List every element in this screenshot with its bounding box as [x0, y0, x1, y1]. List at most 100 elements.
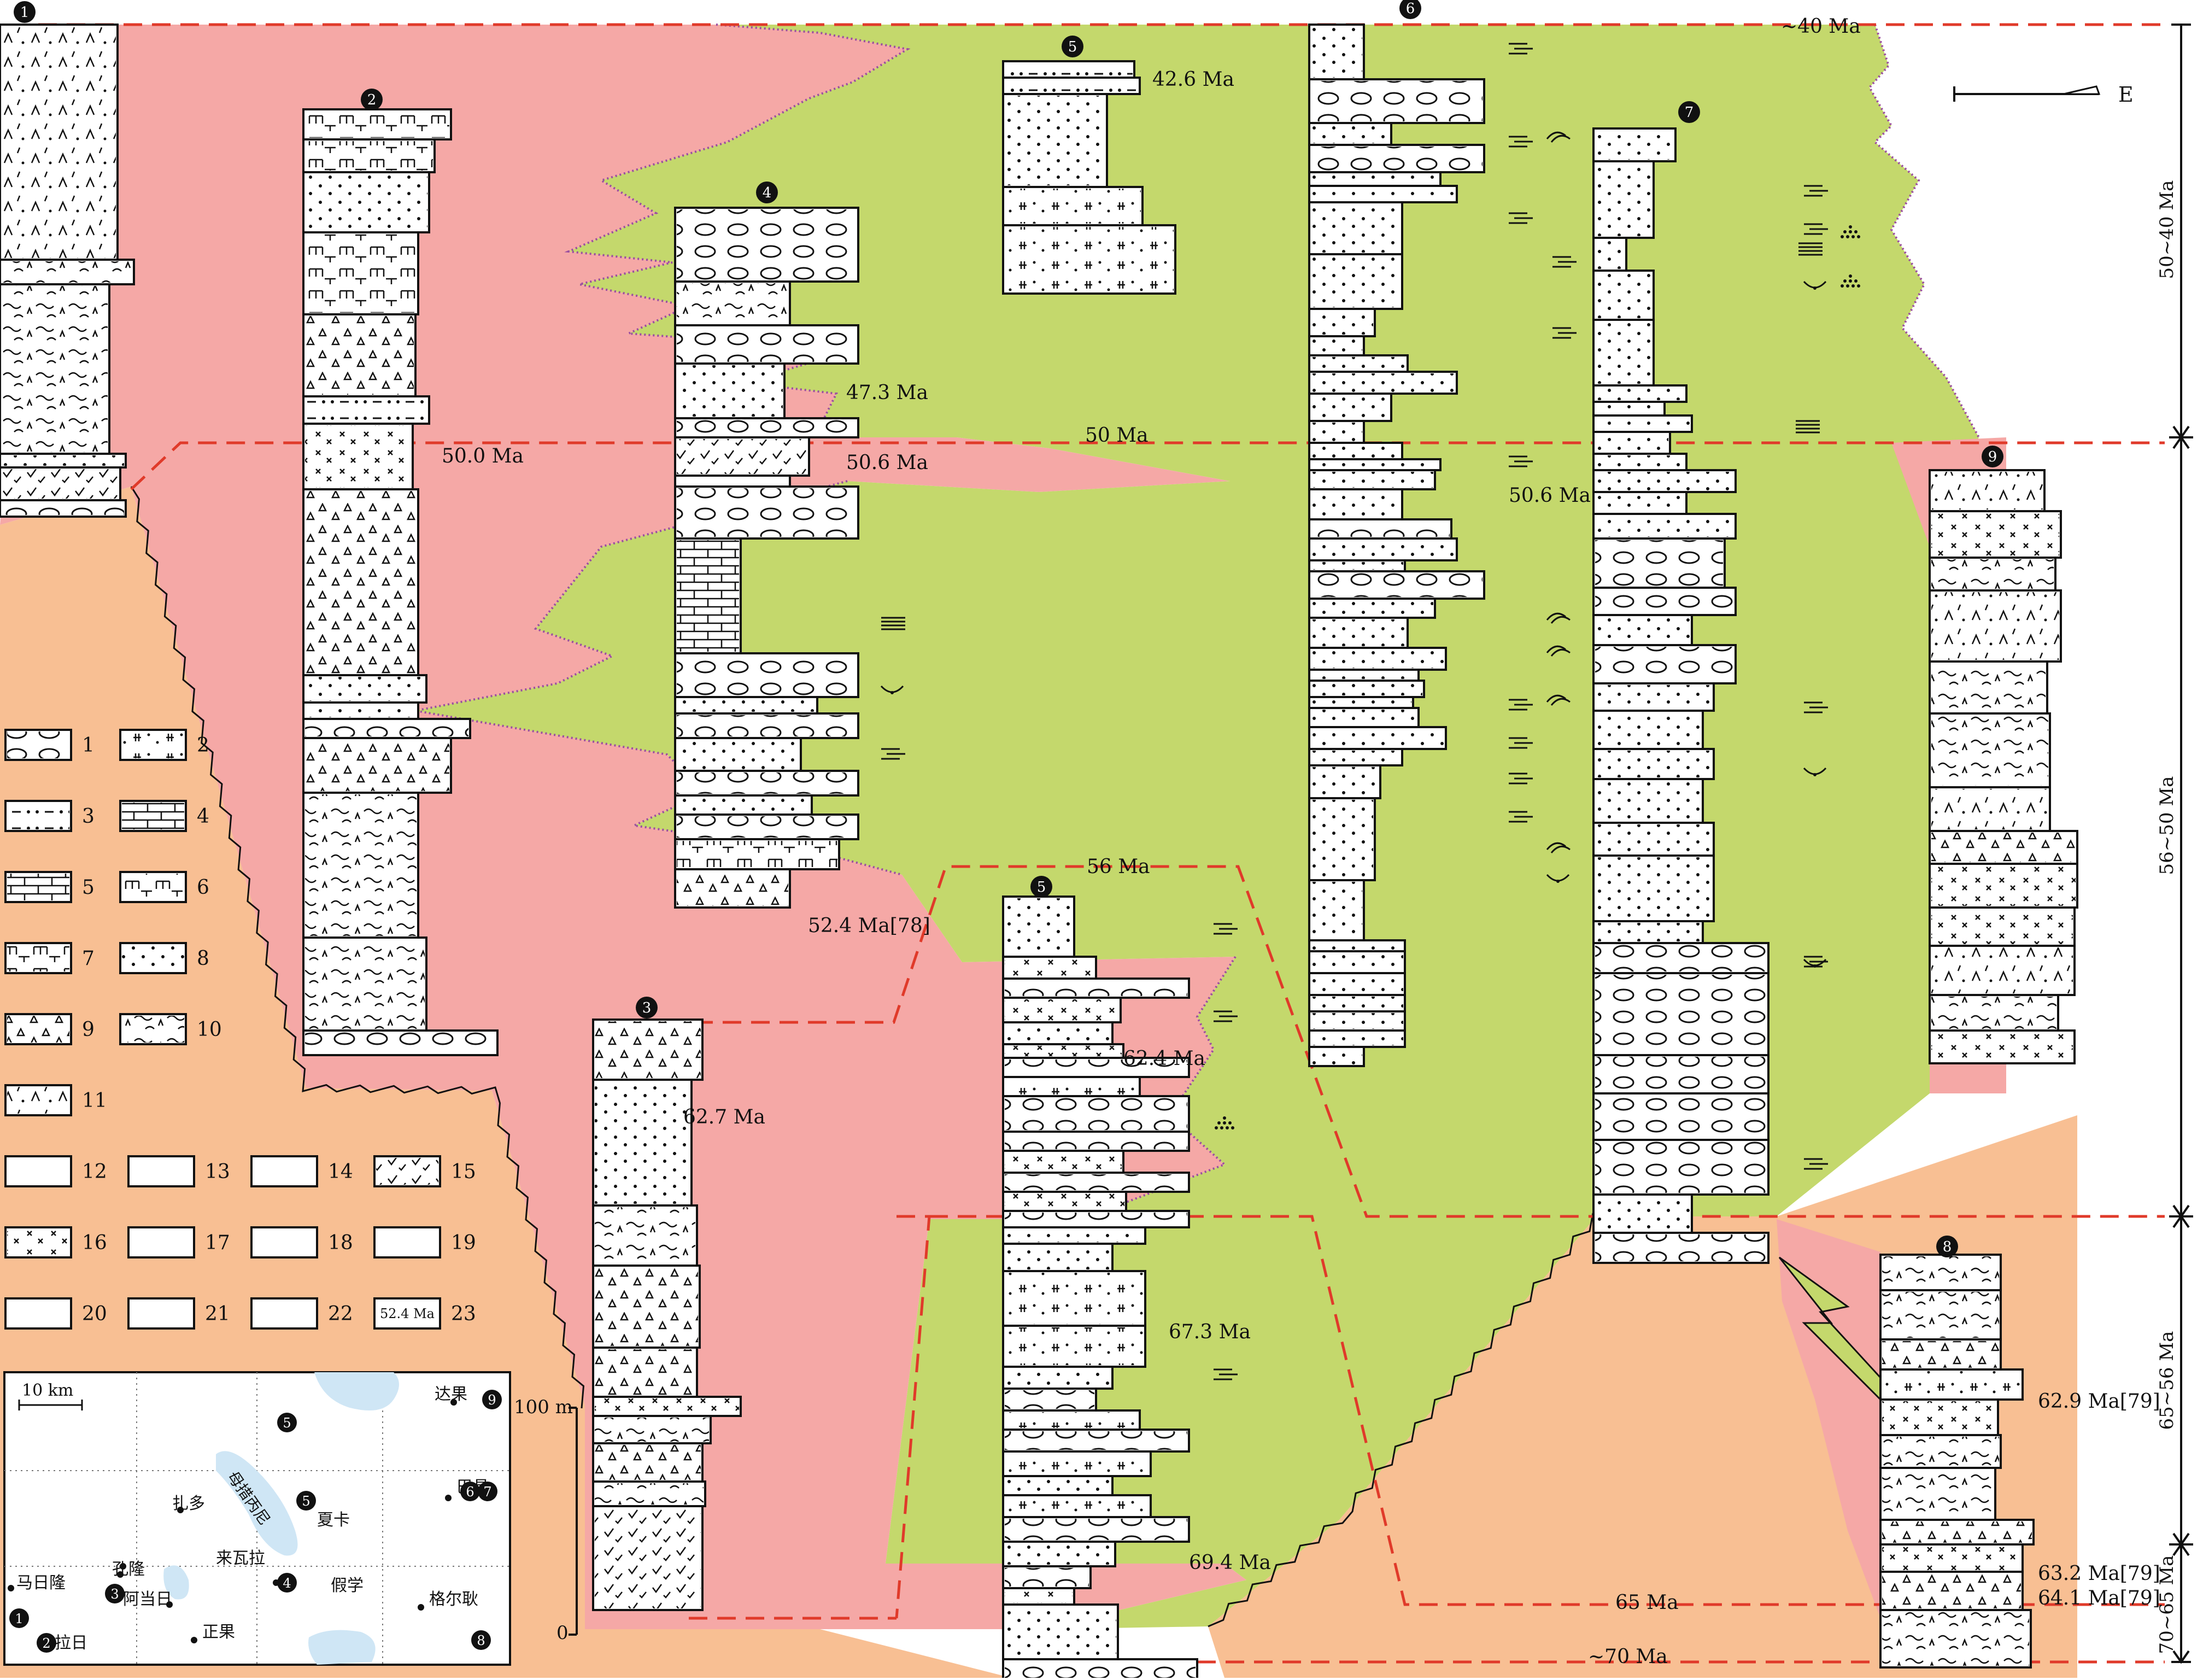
column-marker-1: 1	[14, 1, 36, 23]
legend-number: 22	[328, 1303, 353, 1325]
legend-item-10: 10	[119, 1013, 222, 1045]
svg-text:格尔耿: 格尔耿	[429, 1590, 478, 1609]
map-places: 达果9巴昌67扎多夏卡5来瓦拉孔隆马日隆1阿当日3假学4格尔耿8申拉日2正果5	[8, 1385, 502, 1653]
svg-text:9: 9	[488, 1392, 496, 1408]
age-label-50-0: 50.0 Ma	[442, 445, 524, 467]
column-3	[592, 1018, 742, 1611]
map-place-7: 马日隆 1	[9, 1573, 66, 1628]
legend-item-21: 21	[127, 1297, 230, 1330]
svg-text:1: 1	[15, 1611, 23, 1626]
legend-item-15: 15	[373, 1155, 476, 1187]
map-place-12: 正果	[202, 1623, 235, 1642]
legend-item-13: 13	[127, 1155, 230, 1187]
svg-text:2: 2	[42, 1636, 50, 1651]
facies-boundary	[415, 24, 1980, 1220]
age-label-63-2: 63.2 Ma[79]	[2038, 1562, 2160, 1585]
age-label-62-7: 62.7 Ma	[683, 1106, 765, 1128]
lake-south	[308, 1630, 376, 1665]
age-label-50-6-b: 50.6 Ma	[1509, 484, 1591, 507]
svg-text:4: 4	[283, 1576, 291, 1591]
legend-number: 6	[197, 876, 209, 899]
svg-text:7: 7	[1685, 104, 1694, 121]
svg-text:假学: 假学	[331, 1576, 364, 1595]
unconformity-left	[130, 486, 585, 1409]
legend-number: 9	[82, 1018, 95, 1041]
direction-label: E	[2118, 83, 2134, 107]
legend-item-3: 3	[4, 800, 95, 832]
stratigraphic-columns	[0, 24, 2078, 1680]
map-scale-label: 10 km	[22, 1381, 73, 1400]
column-2	[302, 108, 499, 1056]
legend-number: 14	[328, 1161, 353, 1183]
legend-age-sample: 52.4 Ma	[380, 1306, 435, 1321]
svg-text:马日隆: 马日隆	[16, 1573, 66, 1593]
legend-number: 2	[197, 734, 209, 757]
lake-north	[314, 1372, 399, 1410]
map-place-6: 孔隆	[112, 1560, 145, 1579]
svg-text:4: 4	[763, 185, 772, 201]
legend-item-18: 18	[250, 1226, 353, 1258]
column-markers: 1 2 3 4 5 5 6 7 8 9	[14, 0, 2003, 1257]
svg-text:夏卡: 夏卡	[317, 1511, 350, 1530]
axis-interval-56-50: 56~50 Ma	[2156, 776, 2178, 875]
column-6	[1308, 24, 1485, 1067]
column-marker-6: 6	[1399, 0, 1421, 19]
legend-item-17: 17	[127, 1226, 230, 1258]
age-label-40: ~40 Ma	[1781, 15, 1861, 38]
svg-text:1: 1	[20, 4, 30, 21]
age-label-67-3: 67.3 Ma	[1169, 1321, 1251, 1343]
legend-item-19: 19	[373, 1226, 476, 1258]
legend-number: 21	[205, 1303, 230, 1325]
legend-number: 18	[328, 1232, 353, 1254]
legend-item-20: 20	[4, 1297, 107, 1330]
legend-item-9: 9	[4, 1013, 95, 1045]
age-label-50: 50 Ma	[1085, 424, 1149, 447]
svg-text:5: 5	[302, 1494, 310, 1509]
legend-number: 20	[82, 1303, 107, 1325]
axis-interval-65-56: 65~56 Ma	[2156, 1331, 2178, 1430]
column-4	[674, 207, 859, 909]
column-marker-7: 7	[1678, 101, 1700, 123]
legend-number: 19	[451, 1232, 476, 1254]
svg-text:扎多: 扎多	[172, 1494, 205, 1513]
legend-item-22: 22	[250, 1297, 353, 1330]
legend-item-2: 2	[119, 729, 209, 761]
legend-number: 15	[451, 1161, 476, 1183]
line-50	[130, 441, 2165, 490]
svg-text:5: 5	[1037, 879, 1046, 895]
legend-item-6: 6	[119, 871, 209, 903]
legend-number: 11	[82, 1090, 107, 1112]
svg-text:2: 2	[367, 92, 377, 108]
age-labels: ~40 Ma 42.6 Ma 47.3 Ma 50.0 Ma 50 Ma 50.…	[442, 15, 2160, 1668]
age-label-69-4: 69.4 Ma	[1189, 1552, 1271, 1574]
column-marker-9: 9	[1982, 446, 2003, 467]
legend-number: 4	[197, 805, 209, 828]
facies-green	[415, 25, 1979, 1629]
age-label-42-6: 42.6 Ma	[1152, 68, 1234, 91]
line-65	[895, 1215, 2165, 1619]
legend-number: 17	[205, 1232, 230, 1254]
legend-number: 1	[82, 734, 95, 757]
legend-item-16: 16	[4, 1226, 107, 1258]
legend-item-8: 8	[119, 942, 209, 974]
age-label-70: ~70 Ma	[1588, 1646, 1668, 1668]
column-marker-2: 2	[361, 89, 383, 110]
svg-text:9: 9	[1988, 449, 1997, 465]
age-label-50-6-a: 50.6 Ma	[846, 452, 928, 474]
svg-text:正果: 正果	[202, 1623, 235, 1642]
direction-arrow: E	[1953, 83, 2134, 107]
age-label-64-1: 64.1 Ma[79]	[2038, 1587, 2160, 1609]
scale-bar-bottom-label: 0	[556, 1622, 569, 1644]
legend-item-11: 11	[4, 1084, 107, 1116]
svg-text:3: 3	[110, 1587, 119, 1602]
column-8	[1879, 1254, 2035, 1669]
legend-number: 16	[82, 1232, 107, 1254]
age-label-47-3: 47.3 Ma	[846, 382, 928, 404]
svg-text:7: 7	[483, 1484, 491, 1500]
legend-item-7: 7	[4, 942, 95, 974]
lake-mucuobingni	[216, 1451, 298, 1556]
column-7	[1592, 127, 1769, 1264]
time-axis: 50~40 Ma 56~50 Ma 65~56 Ma 70~65 Ma	[2156, 24, 2193, 1664]
